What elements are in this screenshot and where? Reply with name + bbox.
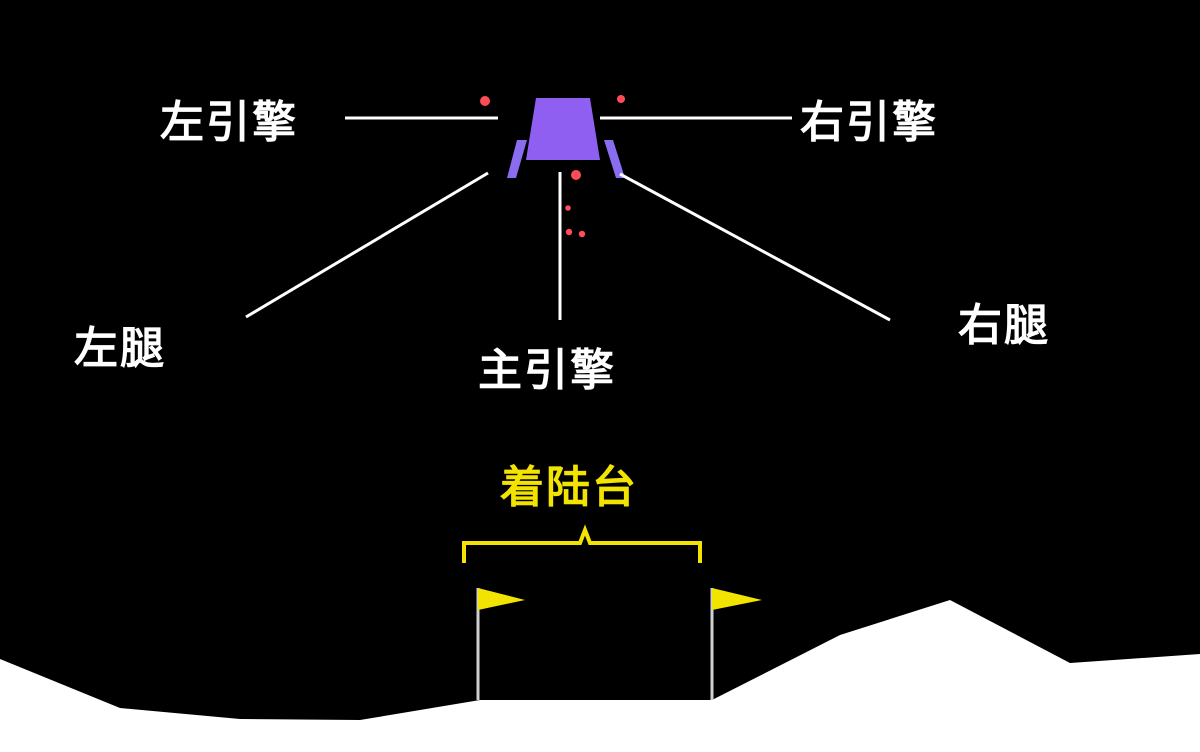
right-leg-label: 右腿 (958, 300, 1050, 351)
moon-surface (0, 600, 1200, 752)
main-engine-label: 主引擎 (478, 345, 616, 396)
lunar-lander-icon (507, 98, 625, 178)
right-engine-label: 右引擎 (800, 97, 938, 148)
landing-pad-bracket (462, 524, 702, 563)
left-leg (507, 140, 527, 178)
left-engine-label: 左引擎 (160, 97, 298, 148)
engine-particles (480, 95, 625, 238)
left-leg-pointer (245, 171, 489, 319)
lander-body (526, 98, 600, 160)
annotation-lines (245, 116, 891, 322)
right-leg-pointer (619, 172, 891, 322)
landing-pad-label: 着陆台 (500, 462, 638, 513)
right-flag-icon (710, 588, 762, 700)
left-flag-icon (476, 588, 525, 700)
right-leg (604, 140, 625, 178)
left-leg-label: 左腿 (74, 323, 166, 374)
